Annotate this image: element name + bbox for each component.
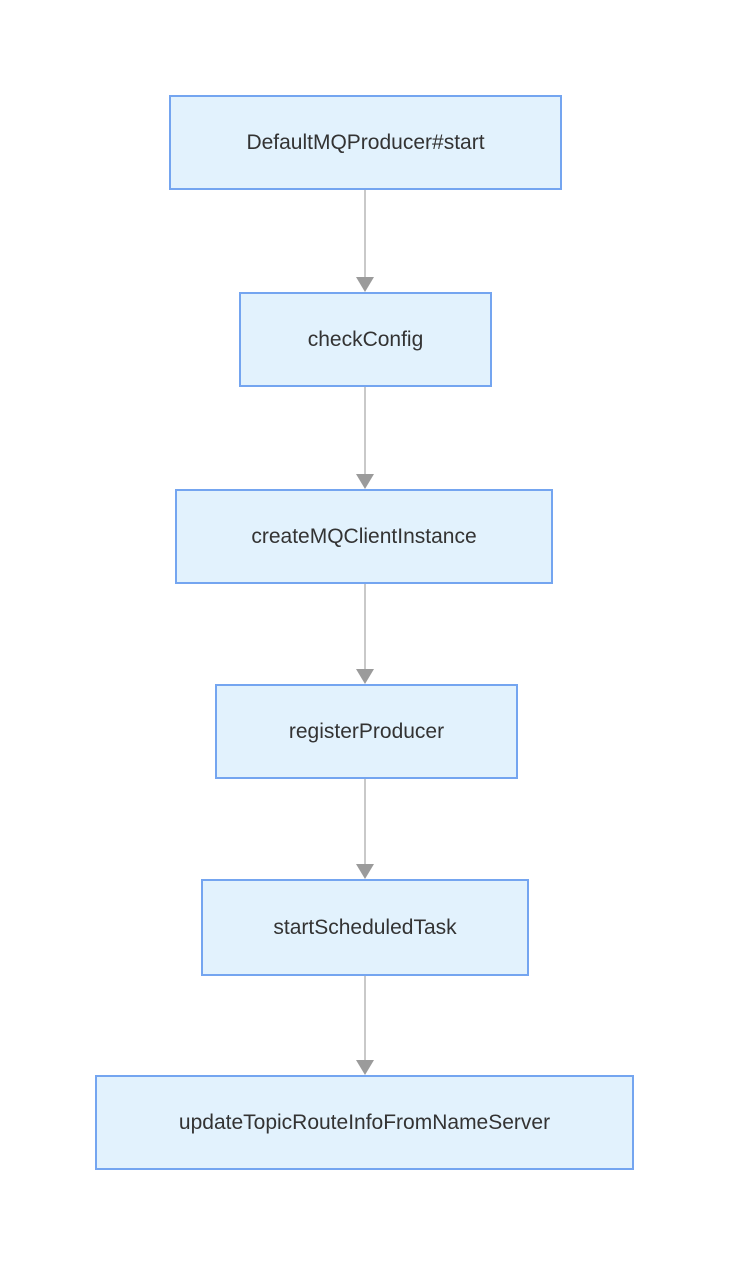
arrow-line <box>364 387 366 474</box>
flowchart-node-defaultmqproducer-start: DefaultMQProducer#start <box>169 95 562 190</box>
node-label: createMQClientInstance <box>251 524 477 548</box>
node-label: startScheduledTask <box>273 915 457 939</box>
arrowhead-down-icon <box>356 1060 374 1075</box>
arrow-line <box>364 976 366 1060</box>
arrow-connector <box>356 584 374 684</box>
arrow-connector <box>356 779 374 879</box>
node-label: DefaultMQProducer#start <box>246 130 485 154</box>
arrow-connector <box>356 976 374 1075</box>
flowchart-node-registerproducer: registerProducer <box>215 684 518 779</box>
arrow-connector <box>356 387 374 489</box>
arrow-line <box>364 779 366 864</box>
arrowhead-down-icon <box>356 864 374 879</box>
flowchart-node-createmqclientinstance: createMQClientInstance <box>175 489 553 584</box>
arrow-line <box>364 190 366 277</box>
arrowhead-down-icon <box>356 277 374 292</box>
flowchart-node-updatetopicrouteinfofromnameserver: updateTopicRouteInfoFromNameServer <box>95 1075 634 1170</box>
flowchart-node-startscheduledtask: startScheduledTask <box>201 879 529 976</box>
node-label: checkConfig <box>307 327 424 351</box>
node-label: registerProducer <box>288 719 445 743</box>
arrow-connector <box>356 190 374 292</box>
arrowhead-down-icon <box>356 669 374 684</box>
flowchart-node-checkconfig: checkConfig <box>239 292 492 387</box>
node-label: updateTopicRouteInfoFromNameServer <box>178 1110 551 1134</box>
arrowhead-down-icon <box>356 474 374 489</box>
arrow-line <box>364 584 366 669</box>
